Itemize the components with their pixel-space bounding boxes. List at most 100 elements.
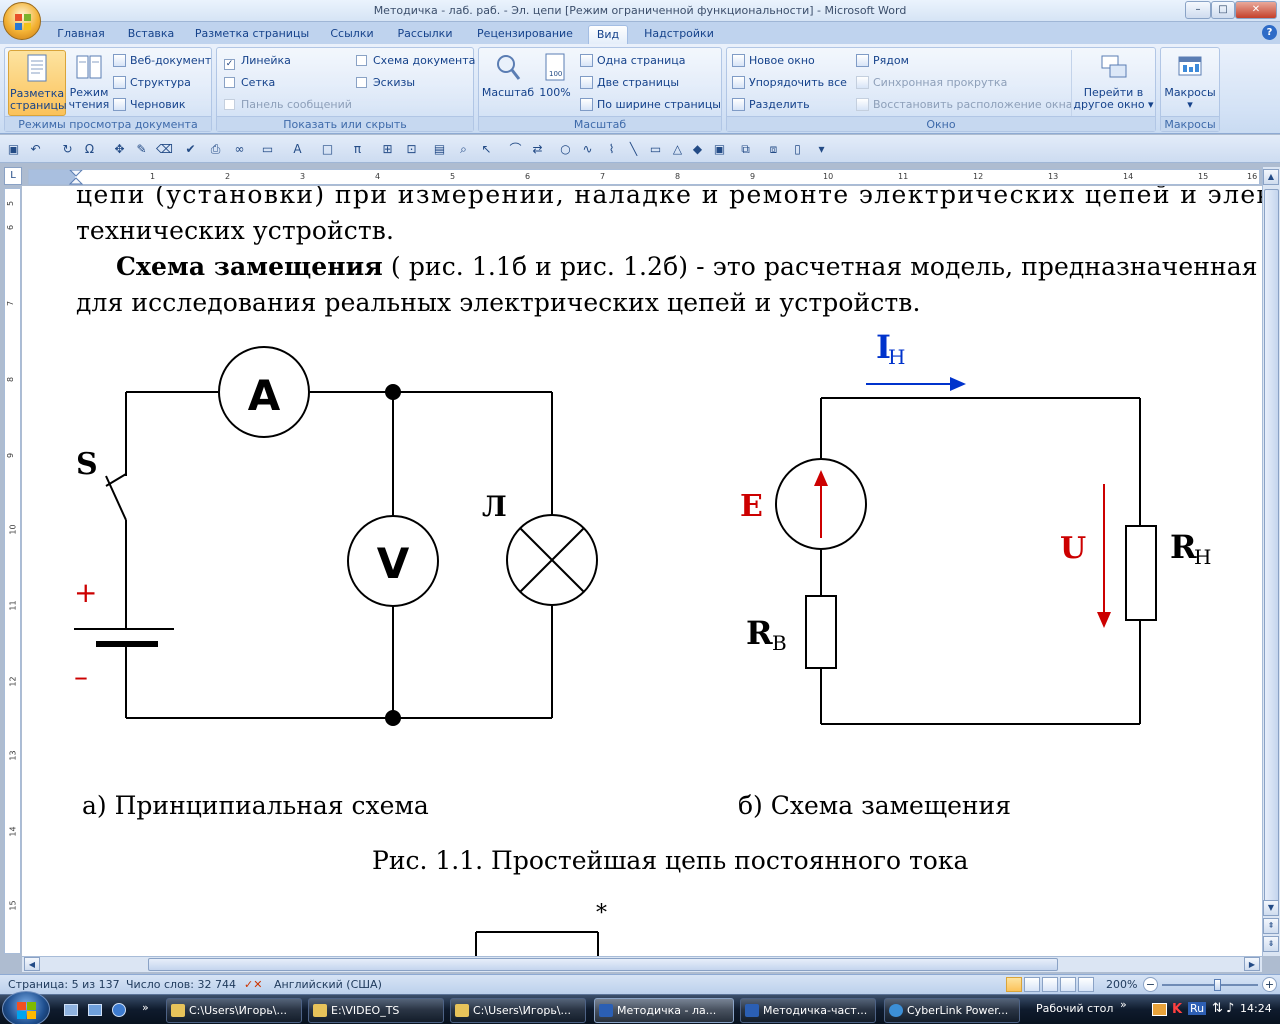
tab-insert[interactable]: Вставка xyxy=(127,27,175,40)
arrows-icon[interactable]: ⇄ xyxy=(532,142,543,156)
pi-icon[interactable]: π xyxy=(353,142,362,156)
view-draft-icon[interactable] xyxy=(1078,977,1094,992)
eraser-icon[interactable]: ▭ xyxy=(261,142,274,156)
two-pages-button[interactable]: Две страницы xyxy=(580,73,679,92)
tab-selector[interactable]: L xyxy=(4,167,22,185)
quicklaunch-more-icon[interactable]: » xyxy=(142,1001,149,1014)
text-style-icon[interactable]: A xyxy=(293,142,302,156)
macros-button[interactable]: Макросы ▾ xyxy=(1163,50,1217,116)
tray-more-icon[interactable]: » xyxy=(1120,998,1127,1011)
proofing-icon[interactable]: ✓✕ xyxy=(244,978,263,991)
save-icon[interactable]: ▣ xyxy=(7,142,20,156)
shadow-icon[interactable]: ▣ xyxy=(713,142,726,156)
document-map-checkbox[interactable]: Схема документа xyxy=(356,51,475,70)
undo-icon[interactable]: ↶ xyxy=(30,142,41,156)
maximize-button[interactable]: □ xyxy=(1211,1,1235,19)
close-button[interactable]: ✕ xyxy=(1235,1,1277,19)
view-reading-icon[interactable] xyxy=(1024,977,1040,992)
tab-view[interactable]: Вид xyxy=(588,25,628,44)
zoom-out-button[interactable]: − xyxy=(1143,977,1158,992)
vertical-scroll-thumb[interactable] xyxy=(1264,189,1279,909)
tab-mailings[interactable]: Рассылки xyxy=(397,27,453,40)
rectangle-icon[interactable]: ▭ xyxy=(649,142,662,156)
zoom-slider-thumb[interactable] xyxy=(1214,979,1221,991)
scroll-left-button[interactable]: ◀ xyxy=(24,957,40,971)
message-bar-checkbox[interactable]: Панель сообщений xyxy=(224,95,352,114)
word-count[interactable]: Число слов: 32 744 xyxy=(126,978,236,991)
taskbar-item-folder-2[interactable]: E:\VIDEO_TS xyxy=(308,998,444,1023)
split-button[interactable]: Разделить xyxy=(732,95,810,114)
start-button[interactable] xyxy=(2,991,50,1024)
clock[interactable]: 14:24 xyxy=(1240,1002,1272,1015)
ruler-checkbox[interactable]: ✓Линейка xyxy=(224,51,291,70)
tray-app-icon[interactable] xyxy=(1152,1003,1167,1016)
zoom-level[interactable]: 200% xyxy=(1106,978,1138,991)
switch-windows-button[interactable]: Перейти в другое окно ▾ xyxy=(1071,50,1155,116)
symbol-icon[interactable]: Ω xyxy=(84,142,95,156)
language-indicator[interactable]: Английский (США) xyxy=(274,978,382,991)
ellipse-icon[interactable]: ○ xyxy=(560,142,571,156)
tab-home[interactable]: Главная xyxy=(57,27,105,40)
page-counter[interactable]: Страница: 5 из 137 xyxy=(8,978,120,991)
indent-marker-icon[interactable] xyxy=(69,170,83,185)
page-width-button[interactable]: По ширине страницы xyxy=(580,95,721,114)
taskbar-item-folder-1[interactable]: C:\Users\Игорь\... xyxy=(166,998,302,1023)
horizontal-ruler[interactable]: 1 2 3 4 5 6 7 8 9 10 11 12 13 14 15 16 xyxy=(28,169,1260,185)
move-icon[interactable]: ✥ xyxy=(114,142,125,156)
tab-addins[interactable]: Надстройки xyxy=(644,27,714,40)
previous-page-button[interactable]: ⇞ xyxy=(1263,918,1279,934)
tab-references[interactable]: Ссылки xyxy=(330,27,374,40)
paint-icon[interactable]: ✎ xyxy=(136,142,147,156)
view-web-icon[interactable] xyxy=(1042,977,1058,992)
quicklaunch-ie-icon[interactable] xyxy=(112,1003,126,1017)
scroll-down-button[interactable]: ▼ xyxy=(1263,900,1279,916)
line-icon[interactable]: ╲ xyxy=(629,142,638,156)
grid-checkbox[interactable]: Сетка xyxy=(224,73,275,92)
ungroup-icon[interactable]: ⧈ xyxy=(769,142,778,156)
frame-icon[interactable]: ⊞ xyxy=(382,142,393,156)
tab-review[interactable]: Рецензирование xyxy=(477,27,573,40)
image-icon[interactable]: ▤ xyxy=(433,142,446,156)
minimize-button[interactable]: – xyxy=(1185,1,1211,19)
view-print-layout-icon[interactable] xyxy=(1006,977,1022,992)
find-icon[interactable]: ⌕ xyxy=(460,142,467,156)
freeform-icon[interactable]: ⌇ xyxy=(608,142,615,156)
taskbar-item-cyberlink[interactable]: CyberLink Power... xyxy=(884,998,1020,1023)
quicklaunch-desktop-icon[interactable] xyxy=(64,1004,78,1016)
office-button[interactable] xyxy=(3,2,41,40)
horizontal-scroll-thumb[interactable] xyxy=(148,958,1058,971)
side-by-side-button[interactable]: Рядом xyxy=(856,51,909,70)
tray-antivirus-icon[interactable]: K xyxy=(1172,1002,1183,1017)
scroll-right-button[interactable]: ▶ xyxy=(1244,957,1260,971)
reading-mode-button[interactable]: Режим чтения xyxy=(67,50,111,116)
outline-button[interactable]: Структура xyxy=(113,73,191,92)
frame2-icon[interactable]: ⊡ xyxy=(406,142,417,156)
pointer-icon[interactable]: ↖ xyxy=(481,142,492,156)
desktop-toolbar[interactable]: Рабочий стол xyxy=(1036,1002,1114,1015)
arrange-all-button[interactable]: Упорядочить все xyxy=(732,73,847,92)
redo-icon[interactable]: ↻ xyxy=(62,142,73,156)
vertical-ruler[interactable]: 5 6 7 8 9 10 11 12 13 14 15 xyxy=(4,188,21,954)
document-page[interactable]: цепи (установки) при измерении, наладке … xyxy=(22,186,1262,956)
taskbar-item-word-2[interactable]: Методичка-част... xyxy=(740,998,876,1023)
quicklaunch-switch-icon[interactable] xyxy=(88,1004,102,1016)
zoom-button[interactable]: Масштаб xyxy=(481,50,535,116)
print-icon[interactable]: ⎙ xyxy=(210,142,221,156)
sync-scroll-button[interactable]: Синхронная прокрутка xyxy=(856,73,1007,92)
clear-format-icon[interactable]: ⌫ xyxy=(156,142,173,156)
thumbnails-checkbox[interactable]: Эскизы xyxy=(356,73,415,92)
infinity-icon[interactable]: ∞ xyxy=(234,142,245,156)
new-window-button[interactable]: Новое окно xyxy=(732,51,815,70)
volume-icon[interactable]: ♪ xyxy=(1226,1001,1235,1016)
box-icon[interactable]: □ xyxy=(321,142,334,156)
help-icon[interactable]: ? xyxy=(1262,25,1277,40)
one-page-button[interactable]: Одна страница xyxy=(580,51,685,70)
new-doc-icon[interactable]: ▯ xyxy=(794,142,801,156)
zoom-100-button[interactable]: 100 100% xyxy=(537,50,573,116)
zoom-slider-track[interactable] xyxy=(1162,984,1258,986)
spelling-icon[interactable]: ✔ xyxy=(185,142,196,156)
taskbar-item-folder-3[interactable]: C:\Users\Игорь\... xyxy=(450,998,586,1023)
draft-button[interactable]: Черновик xyxy=(113,95,186,114)
customize-qat-icon[interactable]: ▾ xyxy=(818,142,825,156)
fill-icon[interactable]: ◆ xyxy=(692,142,703,156)
